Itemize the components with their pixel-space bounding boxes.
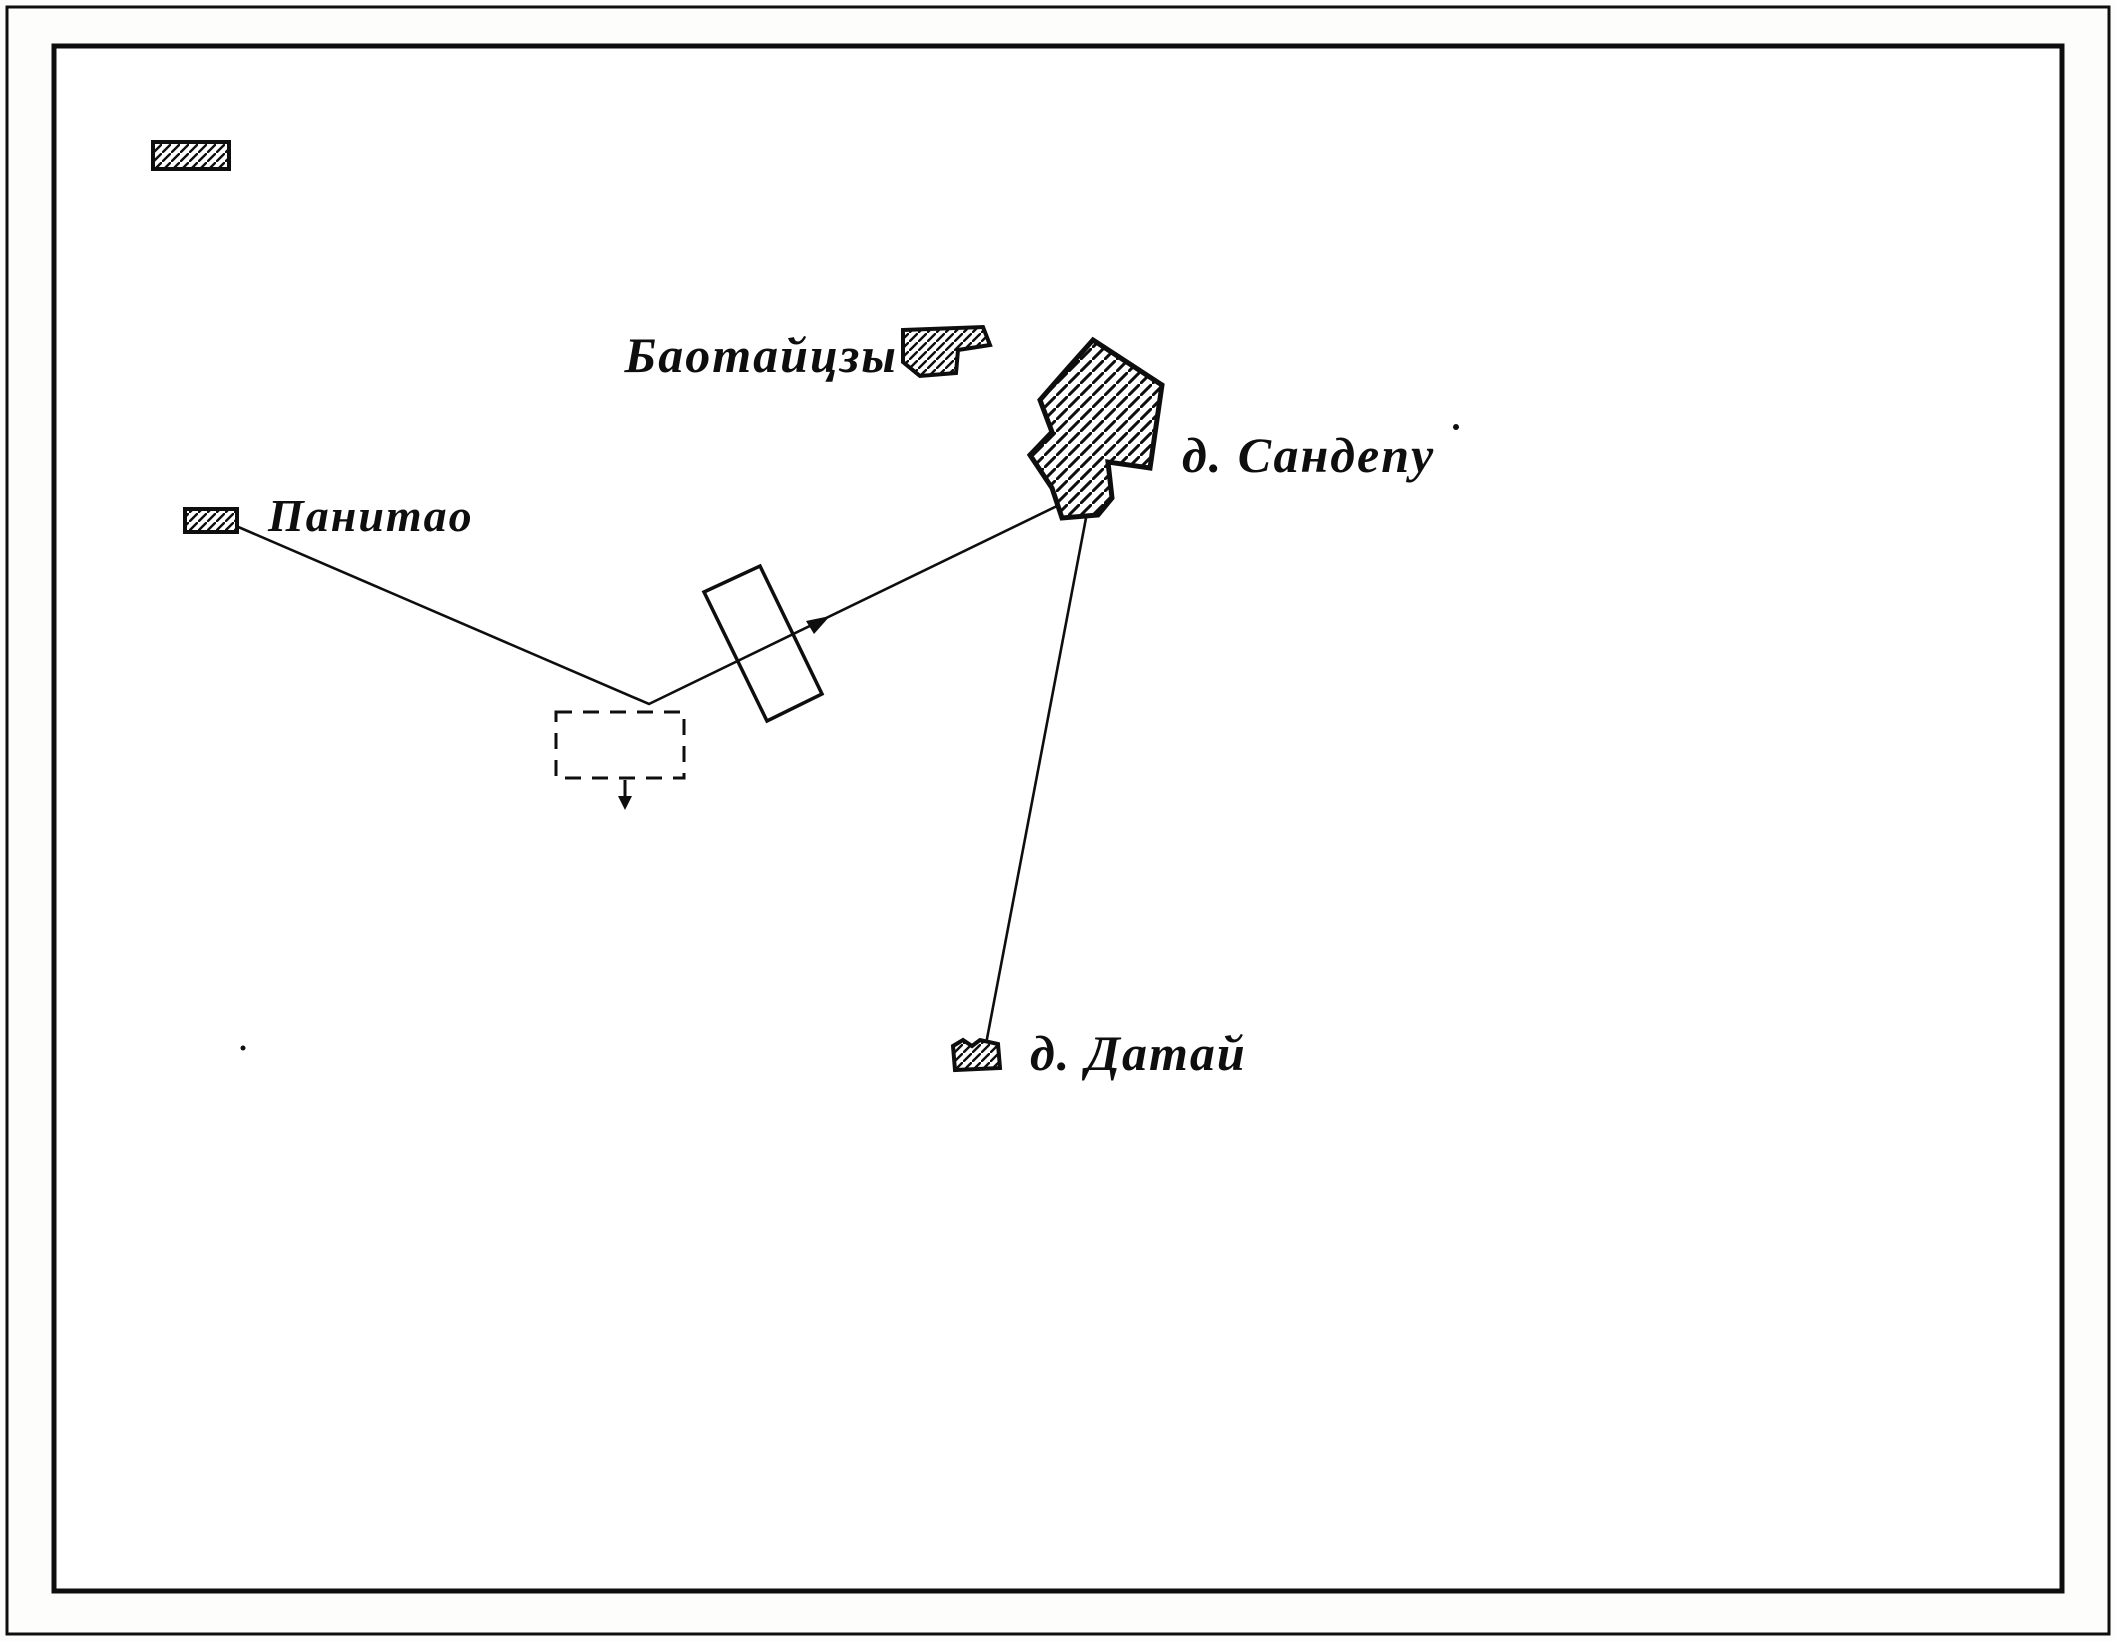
label-sandepu: д. Сандепу	[1182, 427, 1435, 483]
route-sandepu-to-datai	[984, 517, 1088, 1045]
route-arrowhead-icon	[806, 616, 830, 634]
label-datai: д. Датай	[1030, 1025, 1247, 1081]
outer-page-border	[5, 5, 2111, 1636]
scan-speck	[240, 1045, 246, 1051]
scan-speck	[1453, 424, 1459, 430]
route-panitao-to-sandepu	[235, 504, 1058, 706]
label-panitao: Панитао	[267, 490, 474, 541]
village-datai-symbol	[950, 1037, 1003, 1073]
village-baotaitszy-symbol	[901, 324, 993, 379]
map-frame	[51, 43, 2065, 1594]
village-sandepu-symbol	[1026, 336, 1165, 521]
planned-unit-rectangle	[554, 710, 686, 780]
label-baotaitszy: Баотайцзы	[624, 327, 898, 383]
village-panitao-symbol	[183, 507, 239, 534]
planned-move-arrowhead-icon	[618, 796, 632, 810]
unit-rectangle	[701, 563, 825, 724]
legend-hatched-rect-symbol	[151, 140, 231, 171]
